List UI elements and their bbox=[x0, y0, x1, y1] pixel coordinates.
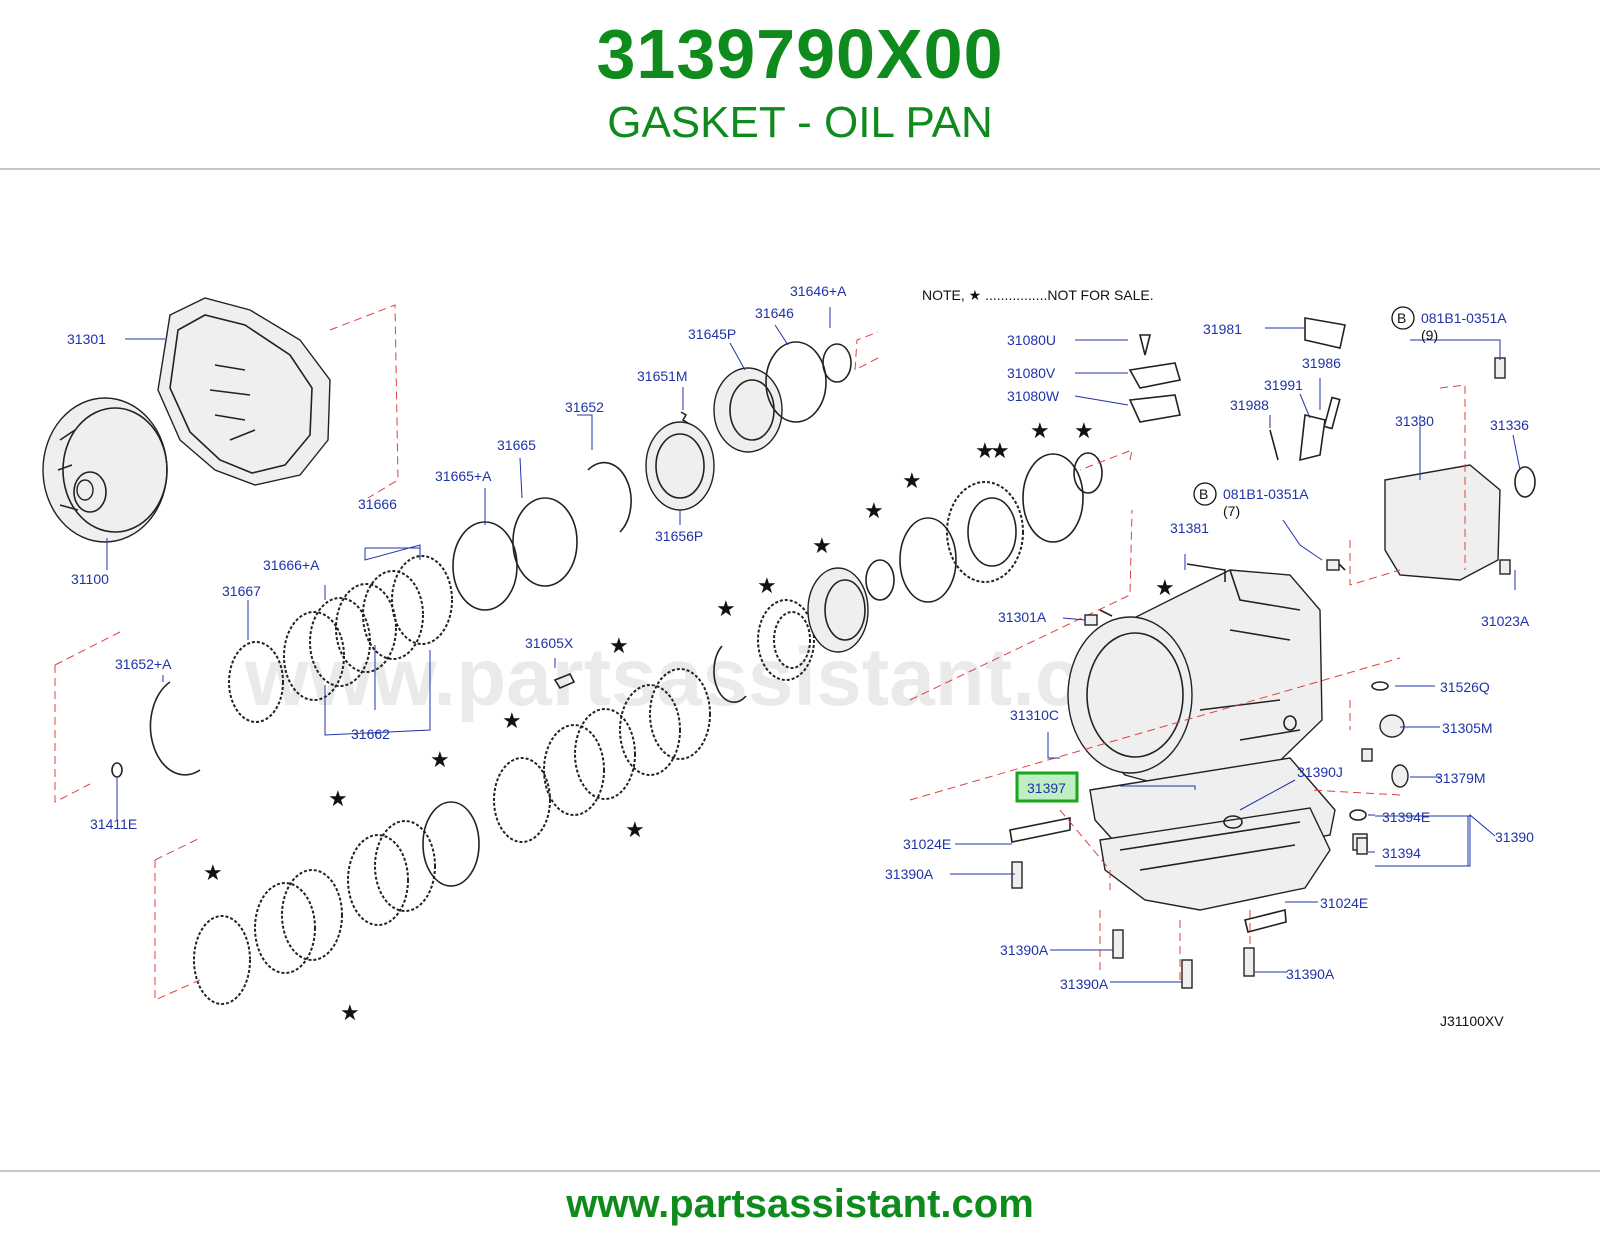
label-31024e-right[interactable]: 31024E bbox=[1320, 895, 1368, 911]
exploded-parts-diagram: www.partsassistant.com bbox=[42, 283, 1536, 1029]
label-31646a[interactable]: 31646+A bbox=[790, 283, 847, 299]
label-31390j[interactable]: 31390J bbox=[1297, 764, 1343, 780]
watermark: www.partsassistant.com bbox=[244, 632, 1204, 723]
label-31390a-mid[interactable]: 31390A bbox=[1000, 942, 1049, 958]
svg-text:★: ★ bbox=[864, 499, 884, 524]
label-31305m[interactable]: 31305M bbox=[1442, 720, 1493, 736]
label-31665a[interactable]: 31665+A bbox=[435, 468, 492, 484]
svg-text:★: ★ bbox=[990, 439, 1010, 464]
label-b2-bolt[interactable]: 081B1-0351A bbox=[1223, 486, 1309, 502]
label-31665[interactable]: 31665 bbox=[497, 437, 536, 453]
label-31390a-left[interactable]: 31390A bbox=[885, 866, 934, 882]
label-31991[interactable]: 31991 bbox=[1264, 377, 1303, 393]
label-31379m[interactable]: 31379M bbox=[1435, 770, 1486, 786]
clutch-pack-upper bbox=[228, 341, 852, 723]
label-31645p[interactable]: 31645P bbox=[688, 326, 736, 342]
label-31080v[interactable]: 31080V bbox=[1007, 365, 1056, 381]
label-31605x[interactable]: 31605X bbox=[525, 635, 574, 651]
svg-text:B: B bbox=[1199, 486, 1208, 502]
diagram-code: J31100XV bbox=[1440, 1013, 1504, 1029]
label-31023a[interactable]: 31023A bbox=[1481, 613, 1530, 629]
svg-text:★: ★ bbox=[625, 818, 645, 843]
clutch-pack-lower bbox=[111, 452, 1103, 1005]
label-31411e[interactable]: 31411E bbox=[90, 816, 137, 832]
label-31652[interactable]: 31652 bbox=[565, 399, 604, 415]
label-31310c[interactable]: 31310C bbox=[1010, 707, 1059, 723]
label-31330[interactable]: 31330 bbox=[1395, 413, 1434, 429]
svg-text:★: ★ bbox=[328, 787, 348, 812]
label-31080u[interactable]: 31080U bbox=[1007, 332, 1056, 348]
label-31526q[interactable]: 31526Q bbox=[1440, 679, 1490, 695]
label-31986[interactable]: 31986 bbox=[1302, 355, 1341, 371]
label-31651m[interactable]: 31651M bbox=[637, 368, 688, 384]
svg-text:★: ★ bbox=[716, 597, 736, 622]
leader-lines bbox=[106, 307, 1521, 983]
label-31301[interactable]: 31301 bbox=[67, 331, 106, 347]
b-reference-markers: B B bbox=[1193, 306, 1415, 506]
label-31656p[interactable]: 31656P bbox=[655, 528, 703, 544]
footer-url-link[interactable]: www.partsassistant.com bbox=[566, 1182, 1034, 1226]
highlight-label[interactable]: 31397 bbox=[1027, 780, 1066, 796]
label-31988[interactable]: 31988 bbox=[1230, 397, 1269, 413]
label-b1-bolt[interactable]: 081B1-0351A bbox=[1421, 310, 1507, 326]
svg-text:★: ★ bbox=[1074, 419, 1094, 444]
header-divider bbox=[0, 168, 1600, 170]
label-31381[interactable]: 31381 bbox=[1170, 520, 1209, 536]
svg-text:★: ★ bbox=[1155, 576, 1175, 601]
label-b1-qty: (9) bbox=[1421, 327, 1438, 343]
svg-text:★: ★ bbox=[757, 574, 777, 599]
label-31652a[interactable]: 31652+A bbox=[115, 656, 172, 672]
label-31301a[interactable]: 31301A bbox=[998, 609, 1047, 625]
label-31666[interactable]: 31666 bbox=[358, 496, 397, 512]
svg-text:B: B bbox=[1397, 310, 1406, 326]
svg-text:★: ★ bbox=[430, 748, 450, 773]
footer-divider bbox=[0, 1170, 1600, 1172]
label-31667[interactable]: 31667 bbox=[222, 583, 261, 599]
label-31100[interactable]: 31100 bbox=[71, 571, 109, 587]
label-31024e-left[interactable]: 31024E bbox=[903, 836, 951, 852]
label-31981[interactable]: 31981 bbox=[1203, 321, 1242, 337]
svg-text:★: ★ bbox=[502, 709, 522, 734]
converter-housing bbox=[157, 297, 331, 486]
svg-text:★: ★ bbox=[203, 861, 223, 886]
label-31390a-right[interactable]: 31390A bbox=[1286, 966, 1335, 982]
label-31394[interactable]: 31394 bbox=[1382, 845, 1421, 861]
label-31390[interactable]: 31390 bbox=[1495, 829, 1534, 845]
label-31336[interactable]: 31336 bbox=[1490, 417, 1529, 433]
label-b2-qty: (7) bbox=[1223, 503, 1240, 519]
svg-text:★: ★ bbox=[902, 469, 922, 494]
label-31666a[interactable]: 31666+A bbox=[263, 557, 320, 573]
guide-lines bbox=[54, 331, 1466, 1001]
diagram-note: NOTE, ★ ................NOT FOR SALE. bbox=[922, 287, 1154, 303]
part-labels[interactable]: 31301 31100 31666 31666+A 31667 31665+A … bbox=[67, 283, 1534, 992]
small-parts bbox=[1009, 317, 1536, 989]
svg-text:★: ★ bbox=[1030, 419, 1050, 444]
label-31646[interactable]: 31646 bbox=[755, 305, 794, 321]
not-for-sale-stars: ★ ★ ★ ★ ★ ★ ★ ★ ★ ★ ★ ★ ★ ★ ★ ★ ★ bbox=[203, 419, 1175, 1026]
highlighted-part-31397[interactable]: 31397 bbox=[1015, 771, 1079, 803]
label-31394e[interactable]: 31394E bbox=[1382, 809, 1430, 825]
label-31080w[interactable]: 31080W bbox=[1007, 388, 1060, 404]
oil-pan bbox=[1089, 757, 1336, 911]
svg-text:★: ★ bbox=[340, 1001, 360, 1026]
part-number-title: 3139790X00 bbox=[596, 15, 1004, 93]
svg-text:★: ★ bbox=[609, 634, 629, 659]
part-name-subtitle: GASKET - OIL PAN bbox=[607, 98, 993, 147]
torque-converter bbox=[42, 397, 168, 543]
label-31390a-bottom[interactable]: 31390A bbox=[1060, 976, 1109, 992]
svg-text:★: ★ bbox=[812, 534, 832, 559]
svg-text:★: ★ bbox=[975, 439, 995, 464]
transmission-case bbox=[1067, 569, 1323, 791]
label-31662[interactable]: 31662 bbox=[351, 726, 390, 742]
